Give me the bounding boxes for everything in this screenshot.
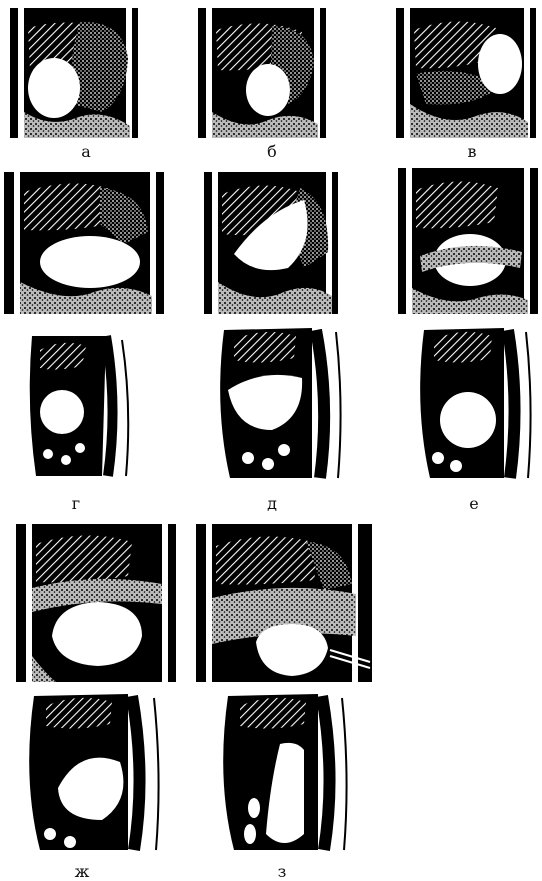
diagram-panel-b [198, 8, 326, 138]
diagram-panel-g-coronal [4, 172, 164, 314]
label-g: г [56, 494, 96, 513]
diagram-panel-zh-sagittal [20, 684, 180, 858]
label-v: в [452, 142, 492, 161]
label-d: д [252, 494, 292, 513]
diagram-panel-e-coronal [398, 168, 538, 314]
diagram-panel-d-coronal [204, 172, 338, 314]
diagram-panel-z-sagittal [214, 684, 366, 858]
label-a: а [66, 142, 106, 161]
label-e: е [454, 494, 494, 513]
diagram-panel-d-sagittal [212, 318, 352, 486]
diagram-panel-zh-coronal [16, 524, 176, 682]
label-zh: ж [62, 862, 102, 881]
diagram-panel-g-sagittal [22, 326, 140, 486]
label-b: б [252, 142, 292, 161]
label-z: з [262, 862, 302, 881]
diagram-panel-a [10, 8, 138, 138]
diagram-panel-v [396, 8, 536, 138]
diagram-panel-e-sagittal [412, 318, 540, 486]
diagram-panel-z-coronal [196, 524, 372, 682]
